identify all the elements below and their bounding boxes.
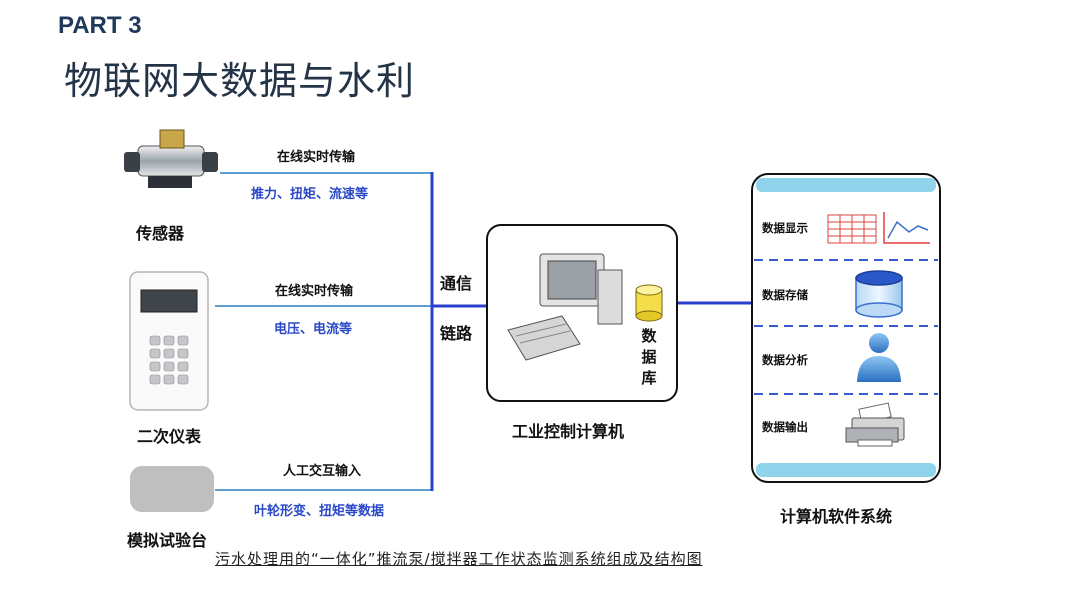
meter-label: 二次仪表 [137, 427, 202, 446]
person-icon [857, 333, 901, 382]
database-icon [635, 284, 663, 322]
bench-transfer-label: 人工交互输入 [283, 464, 362, 479]
printer-icon [845, 402, 905, 447]
software-label: 计算机软件系统 [780, 507, 893, 526]
software-box [751, 173, 941, 483]
sensor-data-label: 推力、扭矩、流速等 [251, 187, 369, 202]
line-chart-icon [883, 212, 930, 244]
software-bottom-bar [756, 463, 936, 477]
comm-link-label-line1: 通信 [440, 274, 473, 293]
software-row-analysis: 数据分析 [762, 353, 808, 367]
part-label: PART 3 [58, 12, 142, 39]
bench-image [130, 466, 214, 512]
bench-data-label: 叶轮形变、扭矩等数据 [254, 504, 385, 519]
meter-data-label: 电压、电流等 [274, 322, 353, 337]
software-row-display: 数据显示 [762, 221, 808, 235]
figure-caption: 污水处理用的“一体化”推流泵/搅拌器工作状态监测系统组成及结构图 [215, 550, 703, 568]
meter-transfer-label: 在线实时传输 [275, 284, 354, 299]
computer-label: 工业控制计算机 [512, 422, 625, 441]
software-row-storage: 数据存储 [762, 288, 808, 302]
sensor-transfer-label: 在线实时传输 [277, 150, 356, 165]
table-icon [827, 214, 877, 244]
database-label: 数据库 [641, 327, 657, 387]
bench-label: 模拟试验台 [127, 531, 208, 550]
software-row-output: 数据输出 [762, 420, 808, 434]
meter-image [129, 271, 209, 411]
page-title: 物联网大数据与水利 [64, 59, 416, 103]
sensor-label: 传感器 [136, 224, 185, 243]
software-top-bar [756, 178, 936, 192]
computer-icon [507, 253, 623, 361]
comm-link-label-line2: 链路 [440, 324, 473, 343]
storage-cylinder-icon [855, 270, 903, 318]
sensor-image [124, 129, 218, 188]
